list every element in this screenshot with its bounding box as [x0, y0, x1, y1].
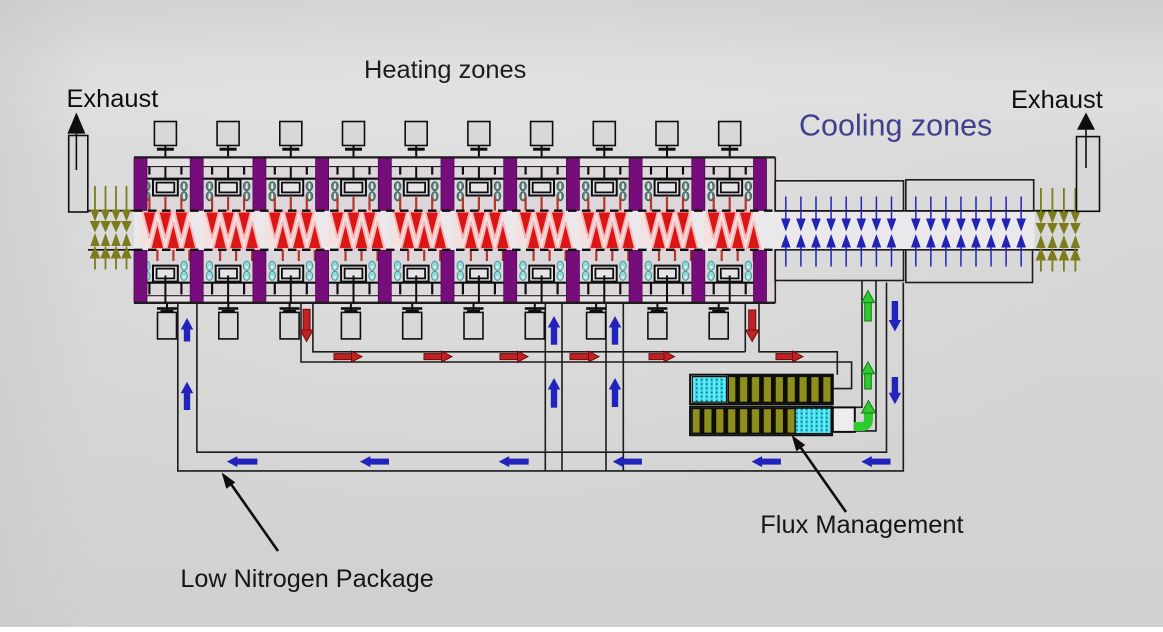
svg-text:Heating zones: Heating zones: [364, 56, 526, 84]
svg-text:Flux Management: Flux Management: [760, 511, 963, 539]
svg-text:Low Nitrogen Package: Low Nitrogen Package: [180, 565, 433, 593]
svg-text:Exhaust: Exhaust: [67, 85, 159, 113]
svg-text:Cooling zones: Cooling zones: [799, 109, 992, 143]
svg-text:Exhaust: Exhaust: [1011, 86, 1103, 114]
